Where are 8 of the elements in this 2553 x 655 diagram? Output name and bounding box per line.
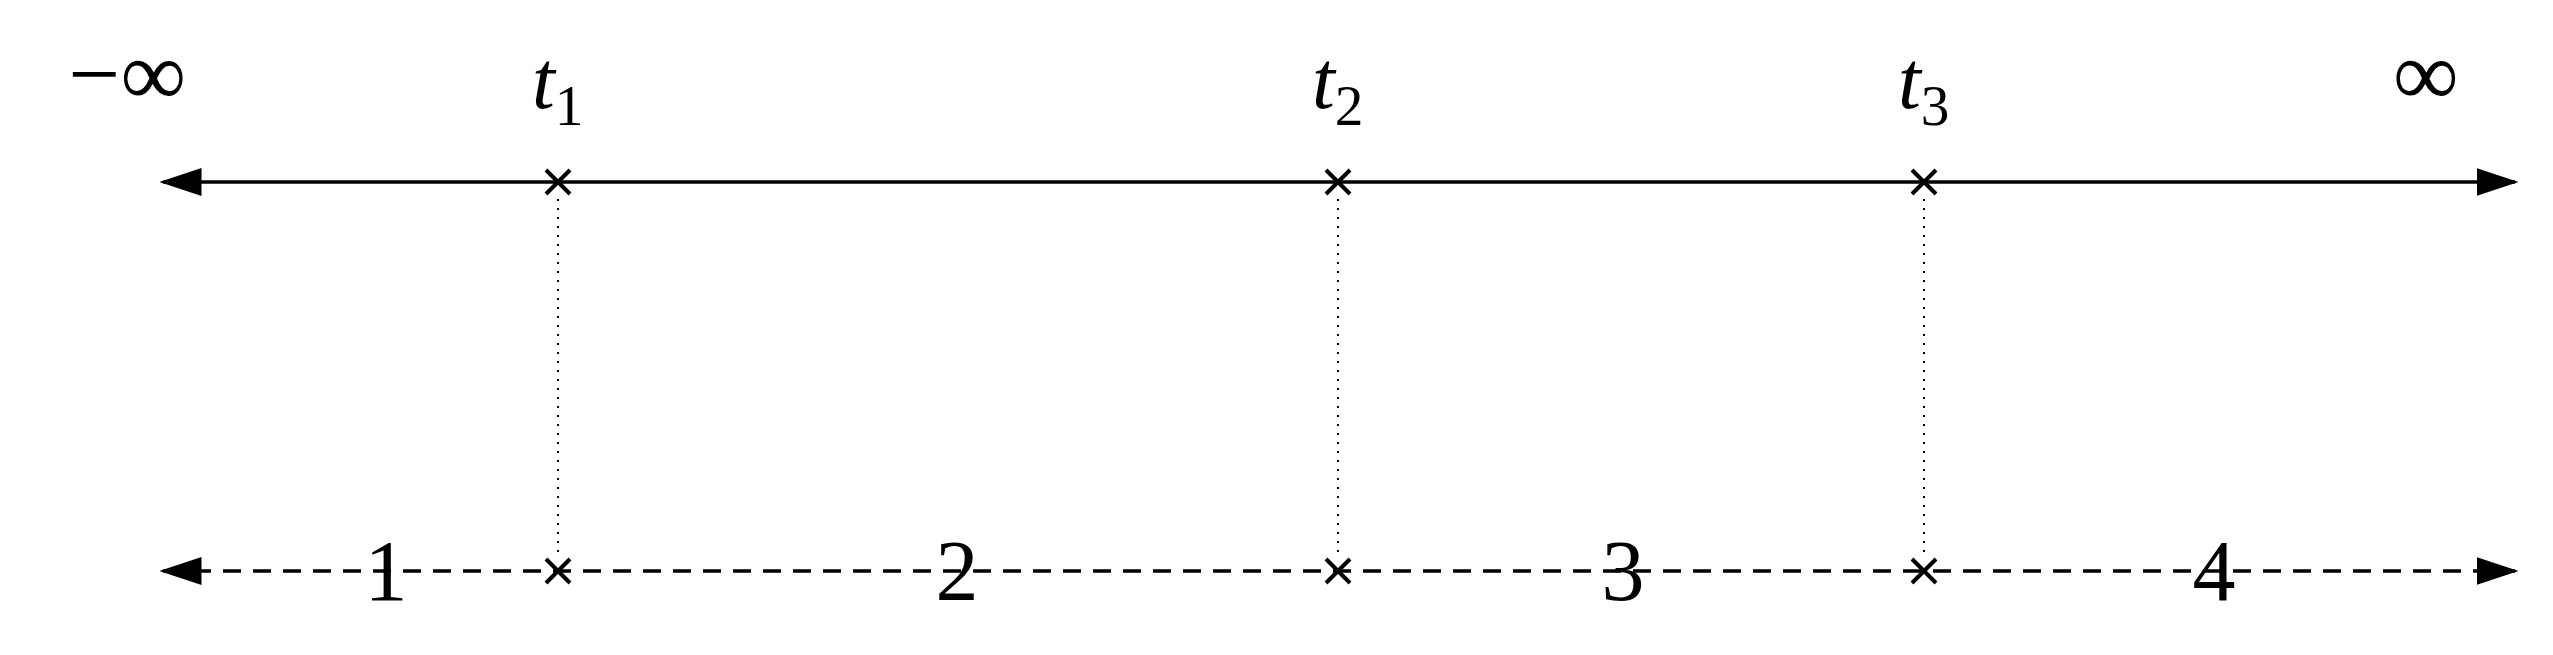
interval-number: 4 <box>2192 528 2236 614</box>
point-label: t$_{2}$ <box>1312 40 1364 135</box>
axis-end-label: ∞ <box>2393 28 2459 120</box>
interval-number: 1 <box>364 528 408 614</box>
point-label: t$_{3}$ <box>1898 40 1950 135</box>
point-label: t$_{1}$ <box>532 40 584 135</box>
interval-number: 2 <box>935 528 979 614</box>
axis-end-label: −∞ <box>68 28 186 120</box>
